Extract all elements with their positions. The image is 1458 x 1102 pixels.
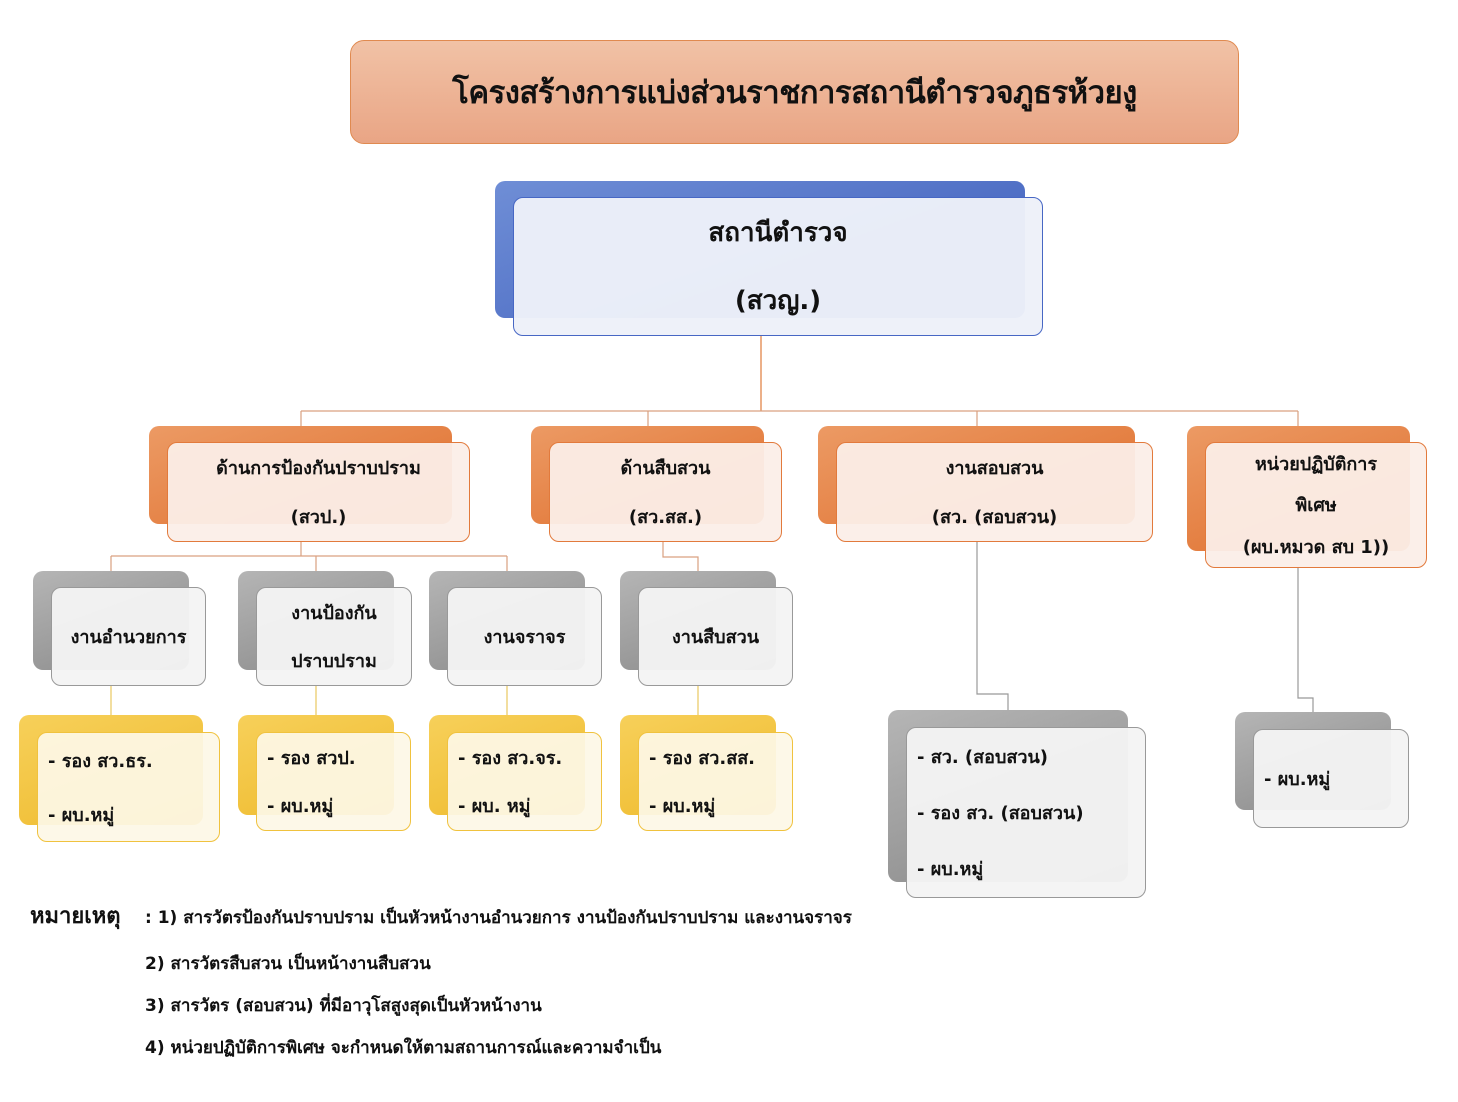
box-text-line: - รอง สวป. — [267, 747, 356, 769]
box-text-line: - รอง สว. (สอบสวน) — [917, 802, 1084, 824]
box-text-line: ด้านการป้องกันปราบปราม — [216, 458, 421, 479]
box-text-line: - รอง สว.สส. — [649, 747, 756, 769]
note-2: 2) สารวัตรสืบสวน เป็นหน้างานสืบสวน — [145, 954, 431, 974]
box-text-line: - ผบ.หมู่ — [917, 859, 984, 881]
division-prevention: ด้านการป้องกันปราบปราม (สวป.) — [167, 442, 470, 542]
box-text-line: ปราบปราม — [291, 651, 377, 673]
staff-inquiry: - สว. (สอบสวน) - รอง สว. (สอบสวน) - ผบ.หมู… — [906, 727, 1146, 898]
box-text-line: - สว. (สอบสวน) — [917, 746, 1049, 768]
staff-prevention: - รอง สวป. - ผบ.หมู่ — [256, 732, 411, 831]
box-text-line: (สวป.) — [290, 507, 347, 528]
box-text-line: งานป้องกัน — [291, 602, 377, 624]
division-inquiry: งานสอบสวน (สว. (สอบสวน) — [836, 442, 1153, 542]
chart-title-box: โครงสร้างการแบ่งส่วนราชการสถานีตำรวจภูธร… — [350, 40, 1239, 144]
station-box: สถานีตำรวจ (สวญ.) — [513, 197, 1043, 336]
division-special-ops: หน่วยปฏิบัติการพิเศษ (ผบ.หมวด สบ 1)) — [1205, 442, 1427, 568]
box-text-line: งานจราจร — [483, 627, 566, 648]
note-3: 3) สารวัตร (สอบสวน) ที่มีอาวุโสสูงสุดเป็… — [145, 996, 542, 1016]
box-text-line: หน่วยปฏิบัติการ — [1254, 454, 1378, 476]
box-text-line: (สว.สส.) — [628, 507, 703, 528]
box-text-line: - ผบ.หมู่ — [48, 804, 115, 826]
box-text-line: - รอง สว.จร. — [458, 747, 563, 769]
unit-traffic: งานจราจร — [447, 587, 602, 686]
box-text-line: ด้านสืบสวน — [620, 458, 711, 479]
box-text-line: (สว. (สอบสวน) — [931, 507, 1058, 528]
box-text-line: (ผบ.หมวด สบ 1)) — [1242, 536, 1390, 558]
box-text-line: งานอำนวยการ — [70, 627, 187, 648]
box-text-line: - ผบ.หมู่ — [649, 796, 716, 818]
notes-label: หมายเหตุ — [30, 904, 121, 929]
unit-investigation: งานสืบสวน — [638, 587, 793, 686]
box-text-line: งานสอบสวน — [945, 458, 1044, 479]
note-1: : 1) สารวัตรป้องกันปราบปราม เป็นหัวหน้าง… — [145, 908, 852, 928]
box-text-line: สถานีตำรวจ — [708, 217, 848, 248]
staff-administration: - รอง สว.ธร. - ผบ.หมู่ — [37, 732, 220, 842]
box-text-line: - ผบ.หมู่ — [1264, 769, 1331, 790]
box-text-line: - ผบ. หมู่ — [458, 796, 531, 818]
note-4: 4) หน่วยปฏิบัติการพิเศษ จะกำหนดให้ตามสถา… — [145, 1038, 662, 1058]
staff-investigation: - รอง สว.สส. - ผบ.หมู่ — [638, 732, 793, 831]
staff-traffic: - รอง สว.จร. - ผบ. หมู่ — [447, 732, 602, 831]
staff-special-ops: - ผบ.หมู่ — [1253, 729, 1409, 828]
box-text-line: - รอง สว.ธร. — [48, 750, 153, 772]
unit-prevention: งานป้องกันปราบปราม — [256, 587, 412, 686]
box-text-line: พิเศษ — [1295, 495, 1337, 517]
chart-title: โครงสร้างการแบ่งส่วนราชการสถานีตำรวจภูธร… — [452, 75, 1137, 111]
box-text-line: (สวญ.) — [734, 286, 822, 317]
division-investigation: ด้านสืบสวน (สว.สส.) — [549, 442, 782, 542]
box-text-line: งานสืบสวน — [671, 627, 759, 648]
box-text-line: - ผบ.หมู่ — [267, 796, 334, 818]
unit-administration: งานอำนวยการ — [51, 587, 206, 686]
